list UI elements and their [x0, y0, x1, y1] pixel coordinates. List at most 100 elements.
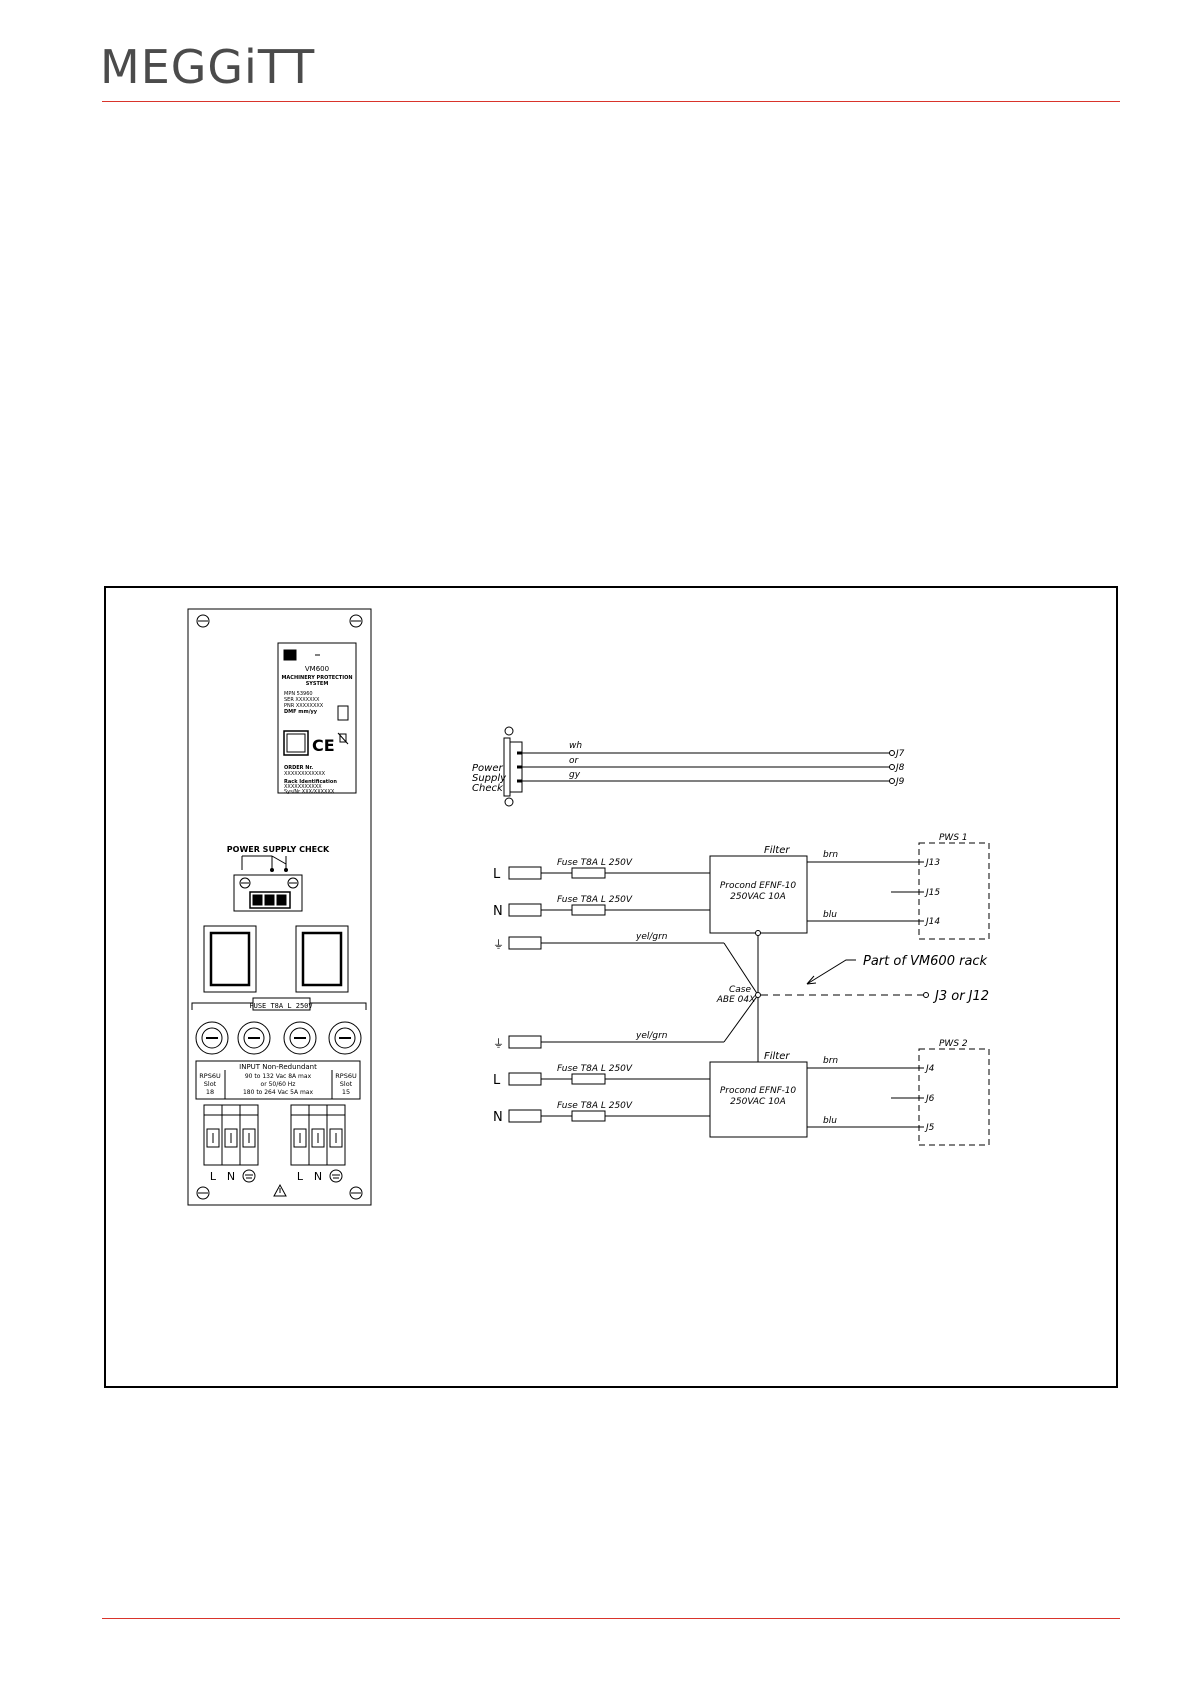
panel-input-left-1: RPS6U — [199, 1072, 221, 1080]
psc-label-1: Power — [472, 763, 503, 774]
wire-wh-label: wh — [569, 741, 582, 751]
figure-frame: VM600 MACHINERY PROTECTION SYSTEM MPN 53… — [104, 586, 1118, 1388]
part-of-rack-label: Part of VM600 rack — [863, 954, 988, 969]
meggitt-mark-icon — [283, 649, 297, 661]
earth-symbol-icon: ⏚ — [493, 1037, 504, 1050]
panel-dmf: DMF mm/yy — [284, 709, 318, 715]
j8-label: J8 — [894, 763, 905, 773]
filter-name: Procond EFNF-10 — [720, 1086, 797, 1096]
panel-product-name: VM600 — [305, 665, 329, 673]
panel-order-value: XXXXXXXXXXXX — [284, 771, 326, 777]
psc-connector — [233, 874, 303, 912]
fuse-label: Fuse T8A L 250V — [557, 895, 633, 905]
meggitt-logo: MEGGiTT — [100, 40, 316, 94]
terminal-block-right — [290, 1104, 346, 1166]
panel-input-right-2: Slot — [340, 1080, 353, 1088]
ce-mark: CE — [312, 736, 335, 755]
j6-label: J6 — [924, 1094, 935, 1104]
panel-screw-icon — [196, 1186, 210, 1200]
panel-rack-id: Rack Identification — [284, 779, 337, 785]
panel-screw-icon — [349, 1186, 363, 1200]
panel-terminal-n: N — [227, 1170, 235, 1183]
panel-input-left-3: 18 — [206, 1088, 214, 1096]
schematic-text: Power Supply Check wh or gy J7 J8 J9 L N… — [472, 741, 989, 1133]
j14-label: J14 — [924, 917, 940, 927]
panel-text: VM600 MACHINERY PROTECTION SYSTEM MPN 53… — [199, 665, 357, 1183]
j4-label: J4 — [924, 1064, 935, 1074]
panel-product-line2: MACHINERY PROTECTION — [281, 675, 352, 681]
case-label-2: ABE 04X — [716, 995, 756, 1005]
wire-or-label: or — [569, 756, 580, 766]
terminal-l2 — [508, 1072, 542, 1086]
front-panel — [187, 608, 372, 1206]
schematic-lines — [503, 726, 990, 1146]
panel-input-range-3: 180 to 264 Vac 5A max — [243, 1089, 314, 1096]
fuse-symbol — [571, 1110, 606, 1122]
panel-input-title: INPUT Non-Redundant — [239, 1063, 317, 1071]
header-rule — [102, 101, 1120, 102]
panel-pnr: PNR XXXXXXXX — [284, 703, 324, 709]
panel-fuse-label: FUSE T8A L 250V — [249, 1002, 313, 1010]
wire-gy-label: gy — [569, 770, 581, 780]
terminal-pe1 — [508, 936, 542, 950]
j15-label: J15 — [924, 888, 940, 898]
terminal-block-left — [203, 1104, 259, 1166]
line-l-label: L — [493, 1073, 501, 1088]
fuse-holder-icon — [237, 1021, 271, 1055]
fuse-holder-icon — [195, 1021, 229, 1055]
panel-sysnr: Sys/Nr XXX/XXXXXX — [284, 789, 335, 795]
terminal-n2 — [508, 1109, 542, 1123]
wire-yelgrn-label: yel/grn — [635, 1031, 668, 1041]
filter-label: Filter — [764, 1051, 790, 1062]
panel-input-right-3: 15 — [342, 1088, 350, 1096]
filter-label: Filter — [764, 845, 790, 856]
line-n-label: N — [493, 1110, 503, 1125]
weee-bin-icon — [337, 732, 349, 745]
filter-rating: 250VAC 10A — [730, 892, 786, 902]
ground-symbol-icon — [242, 1169, 256, 1183]
panel-terminal-l: L — [297, 1170, 304, 1183]
filter-rating: 250VAC 10A — [730, 1097, 786, 1107]
fuse-label-box — [252, 997, 311, 1011]
panel-input-left-2: Slot — [204, 1080, 217, 1088]
led-window — [203, 925, 257, 993]
line-n-label: N — [493, 904, 503, 919]
fuse-label: Fuse T8A L 250V — [557, 1101, 633, 1111]
fuse-symbol — [571, 904, 606, 916]
panel-rack-id-value: XXXXXXXXXXX — [284, 784, 322, 790]
psc-label-3: Check — [472, 783, 504, 794]
fuse-holder-icon — [283, 1021, 317, 1055]
panel-terminal-n: N — [314, 1170, 322, 1183]
fuse-symbol — [571, 1073, 606, 1085]
panel-screw-icon — [196, 614, 210, 628]
wire-blu-label: blu — [823, 1116, 837, 1126]
fuse-symbol — [571, 867, 606, 879]
panel-input-range-2: or 50/60 Hz — [261, 1081, 296, 1088]
panel-input-range-1: 90 to 132 Vac 8A max — [245, 1073, 312, 1080]
ex-mark-icon — [337, 705, 349, 721]
led-window — [295, 925, 349, 993]
wire-brn-label: brn — [823, 850, 838, 860]
terminal-pe2 — [508, 1035, 542, 1049]
input-rating-box — [195, 1060, 361, 1100]
panel-ser: SER XXXXXXX — [284, 697, 320, 703]
qr-code-icon — [283, 730, 309, 756]
panel-product-line3: SYSTEM — [306, 681, 329, 687]
psc-label-2: Supply — [472, 773, 507, 784]
panel-terminal-l: L — [210, 1170, 217, 1183]
j9-label: J9 — [894, 777, 905, 787]
wire-brn-label: brn — [823, 1056, 838, 1066]
j3-j12-label: J3 or J12 — [932, 989, 989, 1004]
panel-order: ORDER Nr. — [284, 765, 313, 771]
fuse-label: Fuse T8A L 250V — [557, 1064, 633, 1074]
pws2-label: PWS 2 — [939, 1039, 968, 1049]
j5-label: J5 — [924, 1123, 935, 1133]
wire-blu-label: blu — [823, 910, 837, 920]
fuse-holder-icon — [328, 1021, 362, 1055]
footer-rule — [102, 1618, 1120, 1619]
wire-yelgrn-label: yel/grn — [635, 932, 668, 942]
earth-symbol-icon: ⏚ — [493, 938, 504, 951]
j13-label: J13 — [924, 858, 940, 868]
j7-label: J7 — [894, 749, 905, 759]
panel-outline — [187, 608, 372, 1206]
